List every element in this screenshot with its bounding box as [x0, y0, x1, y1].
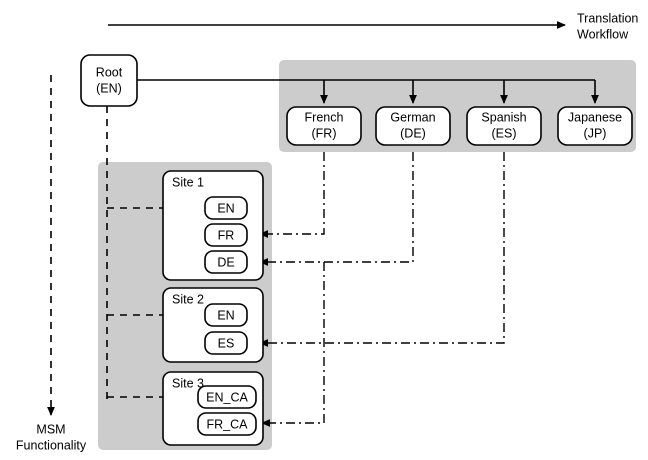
node-spanish-line1: Spanish: [481, 110, 526, 124]
site-container-site-3[interactable]: Site 3 EN_CA FR_CA: [162, 371, 264, 446]
chip-site1-en[interactable]: EN: [204, 196, 248, 220]
french-to-site3-fr-ca-connector: [261, 262, 325, 427]
site-container-site-2[interactable]: Site 2 EN ES: [162, 287, 264, 363]
site-3-label: Site 3: [172, 376, 204, 390]
chip-site3-fr-ca[interactable]: FR_CA: [197, 412, 257, 436]
node-japanese-line2: (JP): [584, 126, 607, 140]
chip-site1-fr-label: FR: [218, 228, 235, 242]
chip-site3-fr-ca-label: FR_CA: [207, 417, 249, 431]
node-german-line1: German: [390, 110, 435, 124]
chip-site1-fr[interactable]: FR: [204, 223, 248, 247]
node-japanese-line1: Japanese: [568, 110, 622, 124]
node-german-line2: (DE): [400, 126, 426, 140]
node-root-line1: Root: [96, 65, 123, 79]
node-language-spanish[interactable]: Spanish (ES): [466, 106, 542, 146]
chip-site1-de[interactable]: DE: [204, 250, 248, 274]
node-root[interactable]: Root (EN): [80, 54, 138, 107]
site-1-label: Site 1: [172, 175, 204, 189]
site-container-site-1[interactable]: Site 1 EN FR DE: [162, 170, 264, 281]
msm-functionality-label-line1: MSM: [36, 422, 65, 436]
chip-site3-en-ca[interactable]: EN_CA: [197, 385, 257, 409]
node-spanish-line2: (ES): [492, 126, 517, 140]
translation-group-background: [279, 60, 636, 152]
chip-site2-es-label: ES: [218, 336, 235, 350]
chip-site2-en-label: EN: [217, 308, 234, 322]
spanish-to-site2-es-connector: [259, 152, 505, 347]
chip-site1-de-label: DE: [217, 255, 234, 269]
chip-site2-en[interactable]: EN: [204, 303, 248, 327]
translation-workflow-label-line1: Translation: [577, 11, 638, 25]
chip-site3-en-ca-label: EN_CA: [206, 390, 248, 404]
node-language-german[interactable]: German (DE): [375, 106, 451, 146]
node-french-line1: French: [305, 110, 344, 124]
node-language-french[interactable]: French (FR): [286, 106, 362, 146]
msm-functionality-label-line2: Functionality: [16, 438, 87, 452]
node-french-line2: (FR): [312, 126, 337, 140]
chip-site2-es[interactable]: ES: [204, 331, 248, 355]
site-2-label: Site 2: [172, 292, 204, 306]
node-root-line2: (EN): [96, 81, 122, 95]
german-to-site1-de-connector: [259, 152, 414, 266]
node-language-japanese[interactable]: Japanese (JP): [557, 106, 633, 146]
chip-site1-en-label: EN: [217, 201, 234, 215]
french-to-site1-fr-connector: [259, 152, 325, 238]
translation-workflow-label-line2: Workflow: [577, 27, 629, 41]
